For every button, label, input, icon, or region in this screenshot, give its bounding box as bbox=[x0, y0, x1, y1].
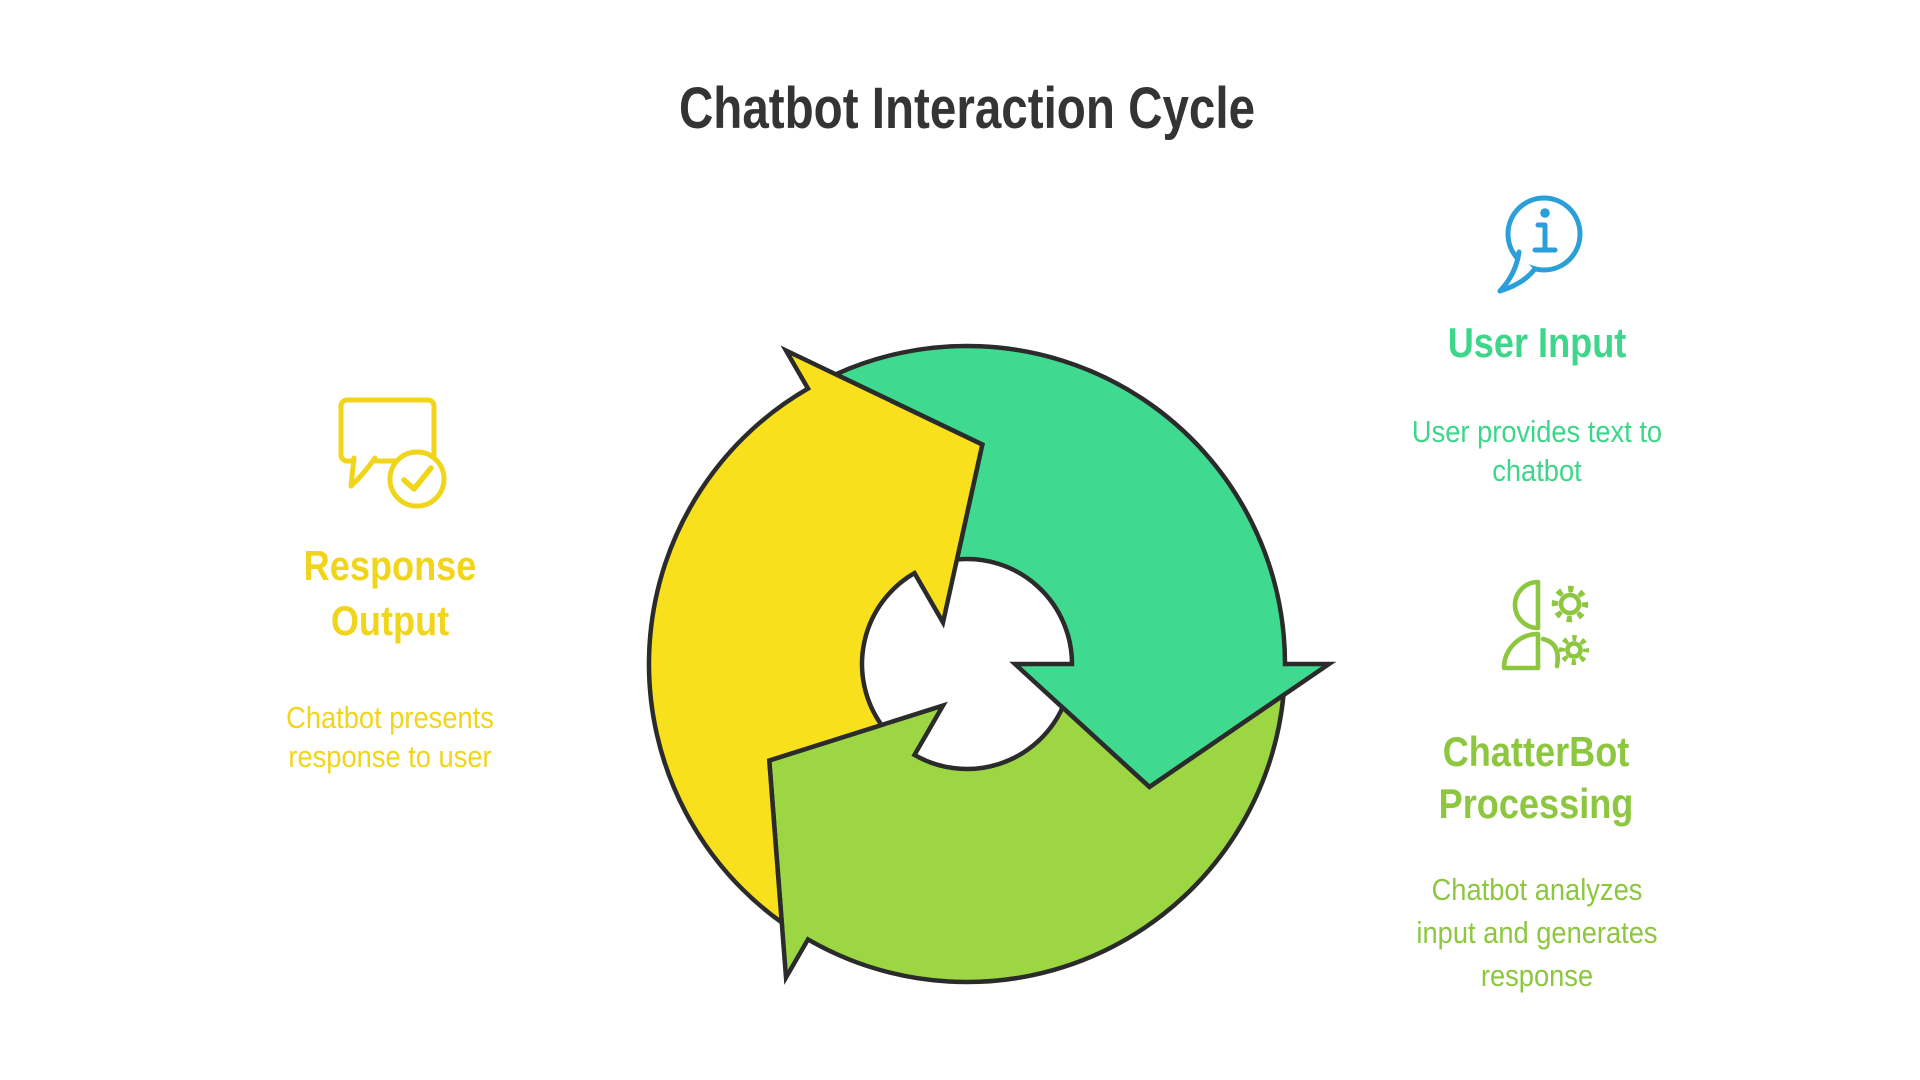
cycle-diagram bbox=[646, 343, 1337, 985]
info-speech-bubble-icon bbox=[1497, 195, 1583, 294]
user-input-description: User provides text to chatbot bbox=[1411, 414, 1663, 488]
person-gears-icon bbox=[1501, 579, 1589, 671]
cycle-arrow-chatterbot-processing bbox=[766, 690, 1287, 985]
response-output-description: Chatbot presents response to user bbox=[286, 700, 494, 774]
cycle-arrow-user-input bbox=[830, 343, 1337, 790]
page-title: Chatbot Interaction Cycle bbox=[678, 76, 1256, 141]
cycle-arrow-response-output bbox=[646, 345, 985, 928]
cycle-arrows bbox=[646, 343, 1337, 985]
response-output-heading: Response Output bbox=[303, 542, 477, 644]
chat-bubble-check-icon bbox=[338, 397, 447, 509]
chatterbot-processing-description: Chatbot analyzes input and generates res… bbox=[1416, 872, 1658, 993]
chatterbot-processing-heading: ChatterBot Processing bbox=[1438, 728, 1634, 827]
user-input-heading: User Input bbox=[1447, 319, 1627, 366]
